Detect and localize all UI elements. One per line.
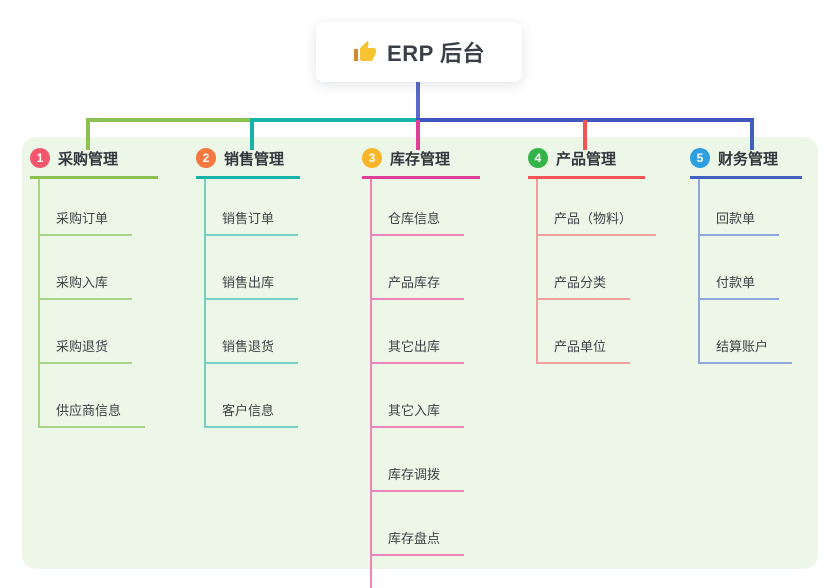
branch-node-3[interactable]: 3 库存管理 (362, 147, 480, 179)
branch-badge: 1 (30, 148, 50, 168)
branch-children: 产品（物料）产品分类产品单位 (536, 179, 657, 364)
branch-title: 产品管理 (556, 150, 617, 168)
child-node[interactable]: 产品单位 (538, 300, 631, 364)
branch-drop-line (416, 120, 420, 150)
child-node[interactable]: 产品库存 (372, 236, 465, 300)
child-node[interactable]: 采购退货 (40, 300, 133, 364)
child-node[interactable]: 产品（物料） (538, 179, 657, 236)
branch-children: 采购订单采购入库采购退货供应商信息 (38, 179, 146, 428)
branches-panel (22, 137, 818, 569)
branch-title: 库存管理 (390, 150, 451, 168)
branch-title: 财务管理 (718, 150, 779, 168)
branch-drop-line (250, 120, 254, 150)
child-node[interactable]: 库存调拨 (372, 428, 465, 492)
branch-drop-line (86, 120, 90, 150)
connector-left-segment (86, 118, 252, 122)
child-node[interactable]: 销售订单 (206, 179, 299, 236)
child-node[interactable]: 仓库信息 (372, 179, 465, 236)
branch-node-4[interactable]: 4 产品管理 (528, 147, 645, 179)
child-node[interactable]: 回款单 (700, 179, 780, 236)
root-node[interactable]: ERP 后台 (316, 22, 522, 82)
child-node[interactable]: 其它出库 (372, 300, 465, 364)
child-node[interactable]: 结算账户 (700, 300, 793, 364)
child-node[interactable]: 付款单 (700, 236, 780, 300)
child-node[interactable]: 供应商信息 (40, 364, 146, 428)
child-node[interactable]: 销售退货 (206, 300, 299, 364)
branch-badge: 4 (528, 148, 548, 168)
child-node[interactable]: 销售出库 (206, 236, 299, 300)
root-node-title: ERP 后台 (387, 41, 485, 66)
branch-title: 销售管理 (224, 150, 285, 168)
child-node[interactable]: 采购入库 (40, 236, 133, 300)
child-node[interactable]: 库存盘点 (372, 492, 465, 556)
child-node[interactable]: 采购订单 (40, 179, 133, 236)
branch-title: 采购管理 (58, 150, 119, 168)
branch-badge: 5 (690, 148, 710, 168)
root-stem-line (416, 82, 420, 120)
branch-node-5[interactable]: 5 财务管理 (690, 147, 802, 179)
branch-children: 回款单付款单结算账户 (698, 179, 793, 364)
branch-node-2[interactable]: 2 销售管理 (196, 147, 300, 179)
child-node[interactable]: 其它入库 (372, 364, 465, 428)
branch-children: 销售订单销售出库销售退货客户信息 (204, 179, 299, 428)
connector-mid-segment (250, 118, 418, 122)
thumbs-up-icon (354, 41, 377, 61)
branch-node-1[interactable]: 1 采购管理 (30, 147, 158, 179)
branch-children: 仓库信息产品库存其它出库其它入库库存调拨库存盘点出库库明细 (370, 179, 477, 588)
branch-drop-line (750, 120, 754, 150)
branch-badge: 3 (362, 148, 382, 168)
child-node[interactable]: 产品分类 (538, 236, 631, 300)
branch-badge: 2 (196, 148, 216, 168)
child-node[interactable]: 客户信息 (206, 364, 299, 428)
child-node[interactable]: 出库库明细 (372, 556, 477, 588)
branch-drop-line (583, 120, 587, 150)
